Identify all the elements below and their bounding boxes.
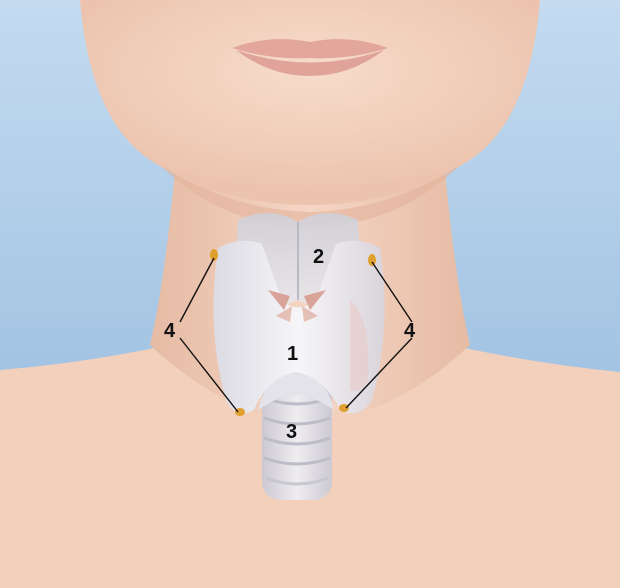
label-parathyroid-upper: 2: [313, 247, 324, 267]
label-trachea: 3: [286, 422, 297, 442]
label-thyroid: 1: [287, 344, 298, 364]
label-parathyroid-right: 4: [404, 321, 415, 341]
label-parathyroid-left: 4: [164, 321, 175, 341]
parathyroid-lower-right: [339, 404, 349, 412]
parathyroid-upper-right: [368, 254, 376, 266]
